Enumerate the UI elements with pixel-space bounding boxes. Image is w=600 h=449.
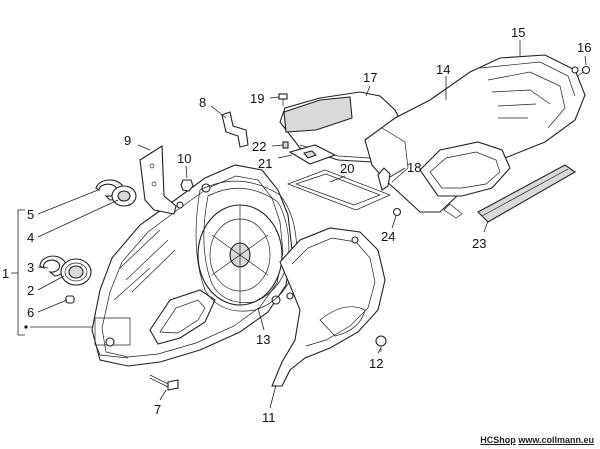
- front-cover: [271, 227, 386, 387]
- label-3: 3: [27, 260, 34, 275]
- label-21: 21: [258, 156, 272, 171]
- label-22: 22: [252, 139, 266, 154]
- part-19-screw: [278, 93, 288, 106]
- label-5: 5: [27, 207, 34, 222]
- label-9: 9: [124, 133, 131, 148]
- part-23-seal-strip: [477, 164, 577, 223]
- part-12-screw: [375, 335, 387, 352]
- part-6-dowel: [65, 295, 75, 304]
- inner-gasket: [195, 180, 297, 312]
- part-20-gasket: [287, 169, 391, 211]
- watermark-brand: HCShop: [480, 435, 516, 445]
- label-6: 6: [27, 305, 34, 320]
- label-18: 18: [407, 160, 421, 175]
- label-11: 11: [262, 410, 276, 425]
- label-23: 23: [472, 236, 486, 251]
- air-filter-housing: [279, 54, 586, 219]
- label-14: 14: [436, 62, 450, 77]
- part-24-screw: [392, 207, 402, 217]
- label-10: 10: [177, 151, 191, 166]
- label-2: 2: [27, 283, 34, 298]
- watermark: HCShop www.collmann.eu: [480, 435, 594, 445]
- label-19: 19: [250, 91, 264, 106]
- part-number-labels: 1 5 4 3 2 6 7 8 9 10 11 12 13 14 15 16 1…: [2, 25, 591, 425]
- part-22-pin: [282, 141, 289, 149]
- part-7-bolt: [149, 374, 179, 391]
- label-17: 17: [363, 70, 377, 85]
- label-13: 13: [256, 332, 270, 347]
- assembly-bracket: [11, 209, 28, 336]
- part-18-clip: [377, 167, 391, 191]
- part-3-circlip: [39, 255, 67, 277]
- label-15: 15: [511, 25, 525, 40]
- label-8: 8: [199, 95, 206, 110]
- part-9-bracket: [139, 145, 177, 215]
- label-1: 1: [2, 266, 9, 281]
- label-12: 12: [369, 356, 383, 371]
- label-20: 20: [340, 161, 354, 176]
- label-16: 16: [577, 40, 591, 55]
- label-7: 7: [154, 402, 161, 417]
- part-2-bearing: [60, 258, 92, 286]
- part-21-gasket: [288, 144, 337, 165]
- leader-lines: [30, 40, 587, 409]
- label-4: 4: [27, 230, 34, 245]
- transmission-cover: [91, 164, 293, 367]
- watermark-site: www.collmann.eu: [518, 435, 594, 445]
- part-4-bearing: [111, 185, 137, 207]
- part-16-screw: [577, 65, 591, 77]
- part-8-bracket: [221, 111, 249, 148]
- part-10-nut: [180, 179, 194, 192]
- label-24: 24: [381, 229, 395, 244]
